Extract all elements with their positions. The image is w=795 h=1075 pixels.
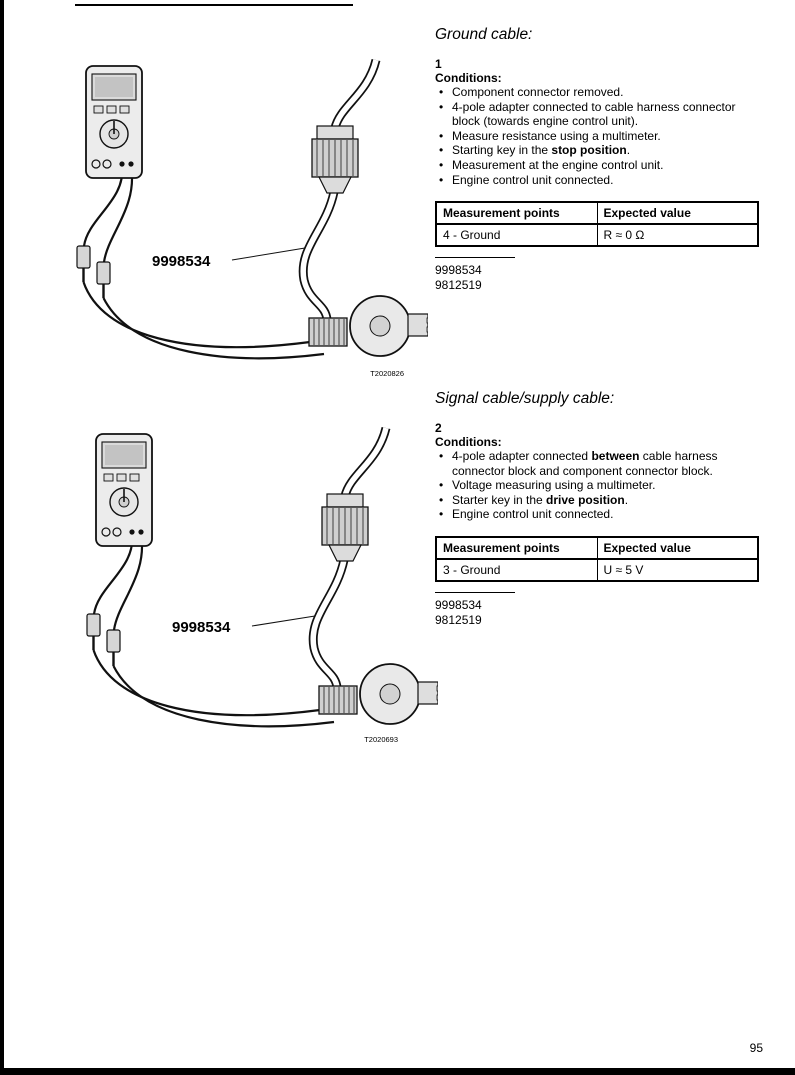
tool-number: 9998534 bbox=[435, 263, 482, 278]
tool-number: 9998534 bbox=[435, 597, 482, 612]
table-header-expected-value: Expected value bbox=[596, 201, 759, 226]
table-row: 4 - Ground R ≈ 0 Ω bbox=[435, 223, 759, 247]
page-edge-left bbox=[0, 0, 4, 1075]
conditions-label: Conditions: bbox=[435, 71, 502, 85]
footnote-rule bbox=[435, 257, 515, 259]
measurement-table: Measurement points Expected value 3 - Gr… bbox=[435, 535, 759, 582]
tool-number: 9812519 bbox=[435, 278, 482, 293]
measurement-table: Measurement points Expected value 4 - Gr… bbox=[435, 201, 759, 248]
measurement-point-cell: 4 - Ground bbox=[435, 223, 598, 247]
conditions-list: 4-pole adapter connected between cable h… bbox=[435, 449, 759, 522]
part-number-label: 9998534 bbox=[172, 619, 231, 636]
section-signal-supply-cable: Signal cable/supply cable: 2 Conditions:… bbox=[435, 390, 759, 628]
tool-number: 9812519 bbox=[435, 612, 482, 627]
condition-item: Engine control unit connected. bbox=[435, 173, 759, 188]
condition-item: Starting key in the stop position. bbox=[435, 143, 759, 158]
figure-ground-cable-measurement: 9998534 T2020826 bbox=[58, 52, 437, 384]
measurement-point-cell: 3 - Ground bbox=[435, 558, 598, 582]
harness-cable-illustration bbox=[298, 58, 381, 321]
table-header-measurement-points: Measurement points bbox=[435, 201, 598, 226]
table-header-row: Measurement points Expected value bbox=[435, 201, 759, 226]
figure-caption: T2020826 bbox=[370, 369, 404, 378]
label-leader-line bbox=[231, 247, 306, 261]
condition-item: Engine control unit connected. bbox=[435, 507, 759, 522]
figure-caption: T2020693 bbox=[364, 735, 398, 744]
multimeter-illustration bbox=[85, 65, 143, 179]
conditions-list: Component connector removed.4-pole adapt… bbox=[435, 85, 759, 187]
table-header-row: Measurement points Expected value bbox=[435, 536, 759, 560]
wiring-illustration: 9998534 T2020826 bbox=[76, 58, 437, 378]
component-connector-illustration bbox=[349, 295, 437, 357]
footnote-rule bbox=[435, 591, 515, 593]
label-leader-line bbox=[251, 615, 316, 627]
condition-item: Measure resistance using a multimeter. bbox=[435, 129, 759, 144]
condition-item: Component connector removed. bbox=[435, 85, 759, 100]
expected-value-cell: U ≈ 5 V bbox=[596, 558, 759, 582]
table-row: 3 - Ground U ≈ 5 V bbox=[435, 558, 759, 582]
expected-value-cell: R ≈ 0 Ω bbox=[596, 223, 759, 247]
figure-signal-cable-measurement: 9998534 T2020693 bbox=[68, 420, 438, 752]
condition-item: Voltage measuring using a multimeter. bbox=[435, 478, 759, 493]
condition-item: Starter key in the drive position. bbox=[435, 493, 759, 508]
conditions-label: Conditions: bbox=[435, 435, 502, 449]
connector-ring-illustration bbox=[308, 317, 348, 347]
condition-item: 4-pole adapter connected to cable harnes… bbox=[435, 100, 759, 129]
page-number: 95 bbox=[749, 1041, 763, 1055]
condition-item: Measurement at the engine control unit. bbox=[435, 158, 759, 173]
section-ground-cable: Ground cable: 1 Conditions: Component co… bbox=[435, 26, 759, 293]
section-heading: Signal cable/supply cable: bbox=[435, 390, 615, 407]
step-number: 2 bbox=[435, 421, 442, 435]
condition-item: 4-pole adapter connected between cable h… bbox=[435, 449, 759, 478]
section-heading: Ground cable: bbox=[435, 26, 533, 43]
wiring-illustration: 9998534 T2020693 bbox=[68, 420, 438, 744]
table-header-expected-value: Expected value bbox=[596, 536, 759, 560]
header-rule bbox=[75, 4, 353, 6]
part-number-label: 9998534 bbox=[152, 253, 211, 270]
step-number: 1 bbox=[435, 57, 442, 71]
table-header-measurement-points: Measurement points bbox=[435, 536, 598, 560]
harness-art bbox=[76, 58, 437, 360]
threaded-connector-illustration bbox=[311, 125, 359, 194]
page-edge-bottom bbox=[0, 1068, 795, 1075]
